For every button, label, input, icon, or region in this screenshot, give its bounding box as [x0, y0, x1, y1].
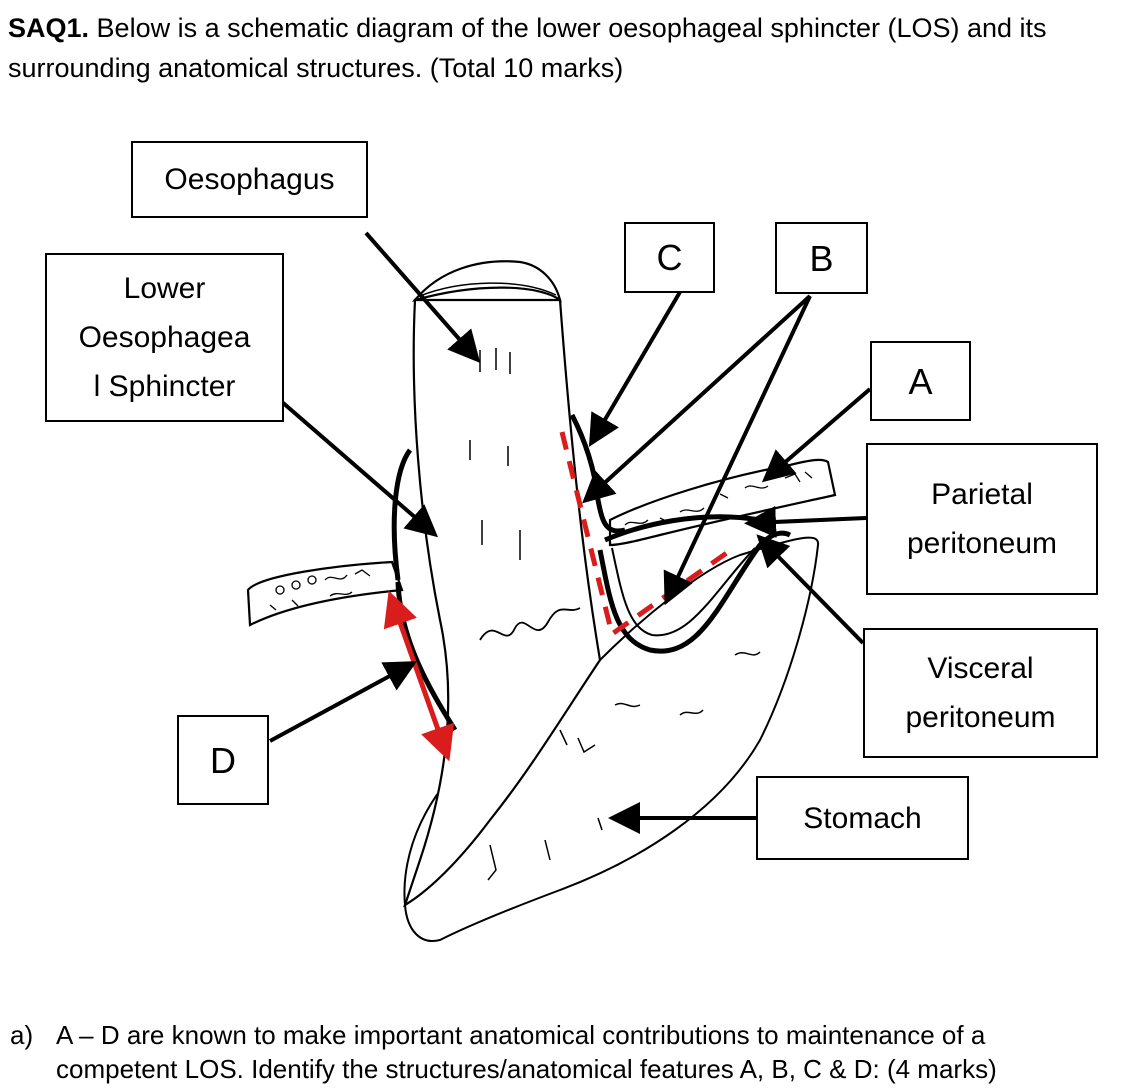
label-d: D [177, 715, 269, 805]
pointer-d [269, 661, 418, 743]
pointer-parietal [744, 505, 867, 538]
parietal-peritoneum-line [604, 514, 761, 543]
pointer-oesophagus [364, 231, 481, 364]
sub-question-a: a) A – D are known to make important anat… [10, 1018, 1110, 1086]
label-visceral-peritoneum: Visceral peritoneum [863, 628, 1098, 758]
question-header: SAQ1. Below is a schematic diagram of th… [8, 8, 1114, 88]
label-b: B [775, 222, 868, 294]
left-diaphragm-texture [269, 569, 371, 611]
los-line-3: l Sphincter [93, 370, 236, 403]
sub-question-marker: a) [10, 1020, 34, 1050]
sub-question-line-2: competent LOS. Identify the structures/a… [56, 1054, 997, 1084]
right-diaphragm [608, 458, 837, 547]
pointer-visceral [756, 534, 865, 645]
parietal-line-1: Parietal [931, 478, 1033, 511]
intra-abdominal-length-arrow [383, 590, 455, 762]
pointer-arrows [269, 231, 872, 834]
oesophagus-opening [411, 260, 562, 303]
pointer-b-2 [663, 295, 812, 606]
label-c: C [624, 222, 715, 293]
label-lower-oesophageal-sphincter: Lower Oesophagea l Sphincter [45, 253, 284, 422]
label-stomach: Stomach [756, 776, 969, 860]
visceral-line-2: peritoneum [905, 701, 1056, 734]
question-intro: Below is a schematic diagram of the lowe… [8, 13, 1047, 83]
los-line-1: Lower [123, 272, 206, 305]
pointer-a [761, 387, 872, 483]
pointer-los [280, 400, 439, 538]
question-id: SAQ1. [8, 13, 90, 43]
sub-question-line-1: A – D are known to make important anatom… [56, 1020, 986, 1050]
visceral-line-1: Visceral [927, 652, 1034, 685]
pointer-b-1 [582, 294, 812, 504]
label-oesophagus: Oesophagus [131, 141, 368, 218]
left-diaphragm [246, 560, 404, 627]
pointer-c [588, 290, 682, 447]
label-parietal-peritoneum: Parietal peritoneum [866, 443, 1098, 595]
gastro-oesophageal-junction [479, 607, 581, 641]
oesophagus-opening-rim [419, 282, 557, 297]
los-line-2: Oesophagea [78, 321, 251, 354]
label-a: A [870, 341, 971, 421]
visceral-peritoneum-inner [611, 547, 756, 637]
parietal-line-2: peritoneum [906, 527, 1058, 560]
